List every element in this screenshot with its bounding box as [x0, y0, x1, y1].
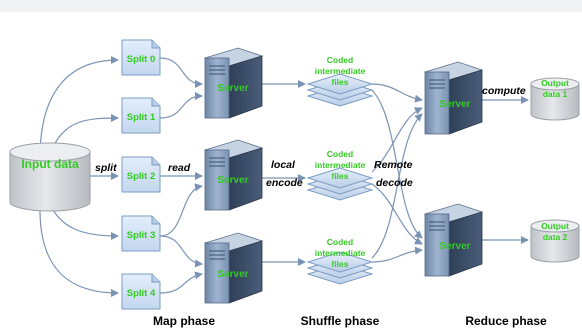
read-edge-label: read	[168, 162, 191, 174]
edge-input-split4	[39, 209, 119, 297]
input-data-cylinder: Input data	[9, 142, 91, 212]
edge-split1-server1	[159, 92, 203, 119]
remote-decode-line1: Remote	[374, 159, 413, 171]
remote-decode-line2: decode	[376, 177, 413, 189]
edge-split3-server2	[159, 183, 203, 237]
edge-input-split0	[39, 56, 119, 159]
split-4-label: Split 4	[127, 288, 156, 299]
output-2-line2: data 2	[543, 232, 568, 242]
coded-2-line1: Coded	[327, 149, 353, 159]
split-doc-0: Split 0	[121, 39, 161, 76]
split-2-label: Split 2	[127, 171, 156, 182]
output-1-line1: Output	[541, 78, 569, 88]
split-0-label: Split 0	[127, 54, 156, 65]
local-encode-line2: encode	[266, 177, 303, 189]
coded-2-line3: files	[331, 171, 348, 181]
edge-split0-server1	[159, 57, 203, 88]
map-phase-label: Map phase	[153, 314, 215, 328]
reduce-server-2-label: Server	[439, 241, 470, 252]
edge-coded1-reduce2	[371, 89, 423, 239]
connectors	[39, 56, 529, 297]
coded-3-line1: Coded	[327, 237, 353, 247]
coded-files-1: Coded intermediate files	[306, 55, 374, 107]
map-server-2-label: Server	[217, 175, 248, 186]
split-doc-4: Split 4	[121, 273, 161, 310]
edge-coded3-reduce2	[371, 246, 423, 263]
reduce-server-2: Server	[423, 203, 484, 277]
coded-1-line1: Coded	[327, 55, 353, 65]
coded-3-line2: intermediate	[315, 248, 366, 258]
edge-coded2-reduce1	[371, 107, 423, 173]
split-edge-label: split	[95, 162, 117, 174]
map-server-3: Server	[203, 232, 264, 304]
coded-2-line2: intermediate	[315, 160, 366, 170]
split-1-label: Split 1	[127, 112, 156, 123]
map-server-2: Server	[203, 139, 264, 211]
shuffle-phase-label: Shuffle phase	[301, 314, 380, 328]
map-server-3-label: Server	[217, 269, 248, 280]
split-doc-3: Split 3	[121, 215, 161, 252]
coded-files-3: Coded intermediate files	[306, 237, 374, 285]
edge-coded3-reduce1	[371, 113, 423, 259]
output-data-1-cylinder: Output data 1	[530, 77, 580, 121]
output-2-line1: Output	[541, 221, 569, 231]
map-server-1-label: Server	[217, 83, 248, 94]
reduce-phase-label: Reduce phase	[465, 314, 547, 328]
compute-edge-label: compute	[482, 85, 526, 97]
map-server-1: Server	[203, 47, 264, 119]
phase-labels: Map phase Shuffle phase Reduce phase	[153, 314, 547, 328]
split-doc-1: Split 1	[121, 97, 161, 134]
reduce-server-1: Server	[423, 61, 484, 135]
input-data-label: Input data	[21, 157, 79, 171]
output-data-2-cylinder: Output data 2	[530, 219, 580, 263]
split-3-label: Split 3	[127, 230, 156, 241]
edge-labels: split read local encode Remote decode co…	[95, 85, 526, 189]
reduce-server-1-label: Server	[439, 99, 470, 110]
edge-coded1-reduce1	[371, 83, 423, 103]
coded-files-2: Coded intermediate files	[306, 149, 374, 201]
top-bar	[0, 0, 582, 12]
coded-1-line2: intermediate	[315, 66, 366, 76]
edge-coded2-reduce2	[371, 183, 423, 245]
coded-1-line3: files	[331, 77, 348, 87]
edge-split3-server3	[159, 235, 203, 268]
output-1-line2: data 1	[543, 89, 568, 99]
local-encode-line1: local	[271, 159, 296, 171]
coded-3-line3: files	[331, 259, 348, 269]
edge-split4-server3	[159, 271, 203, 294]
split-doc-2: Split 2	[121, 156, 161, 193]
